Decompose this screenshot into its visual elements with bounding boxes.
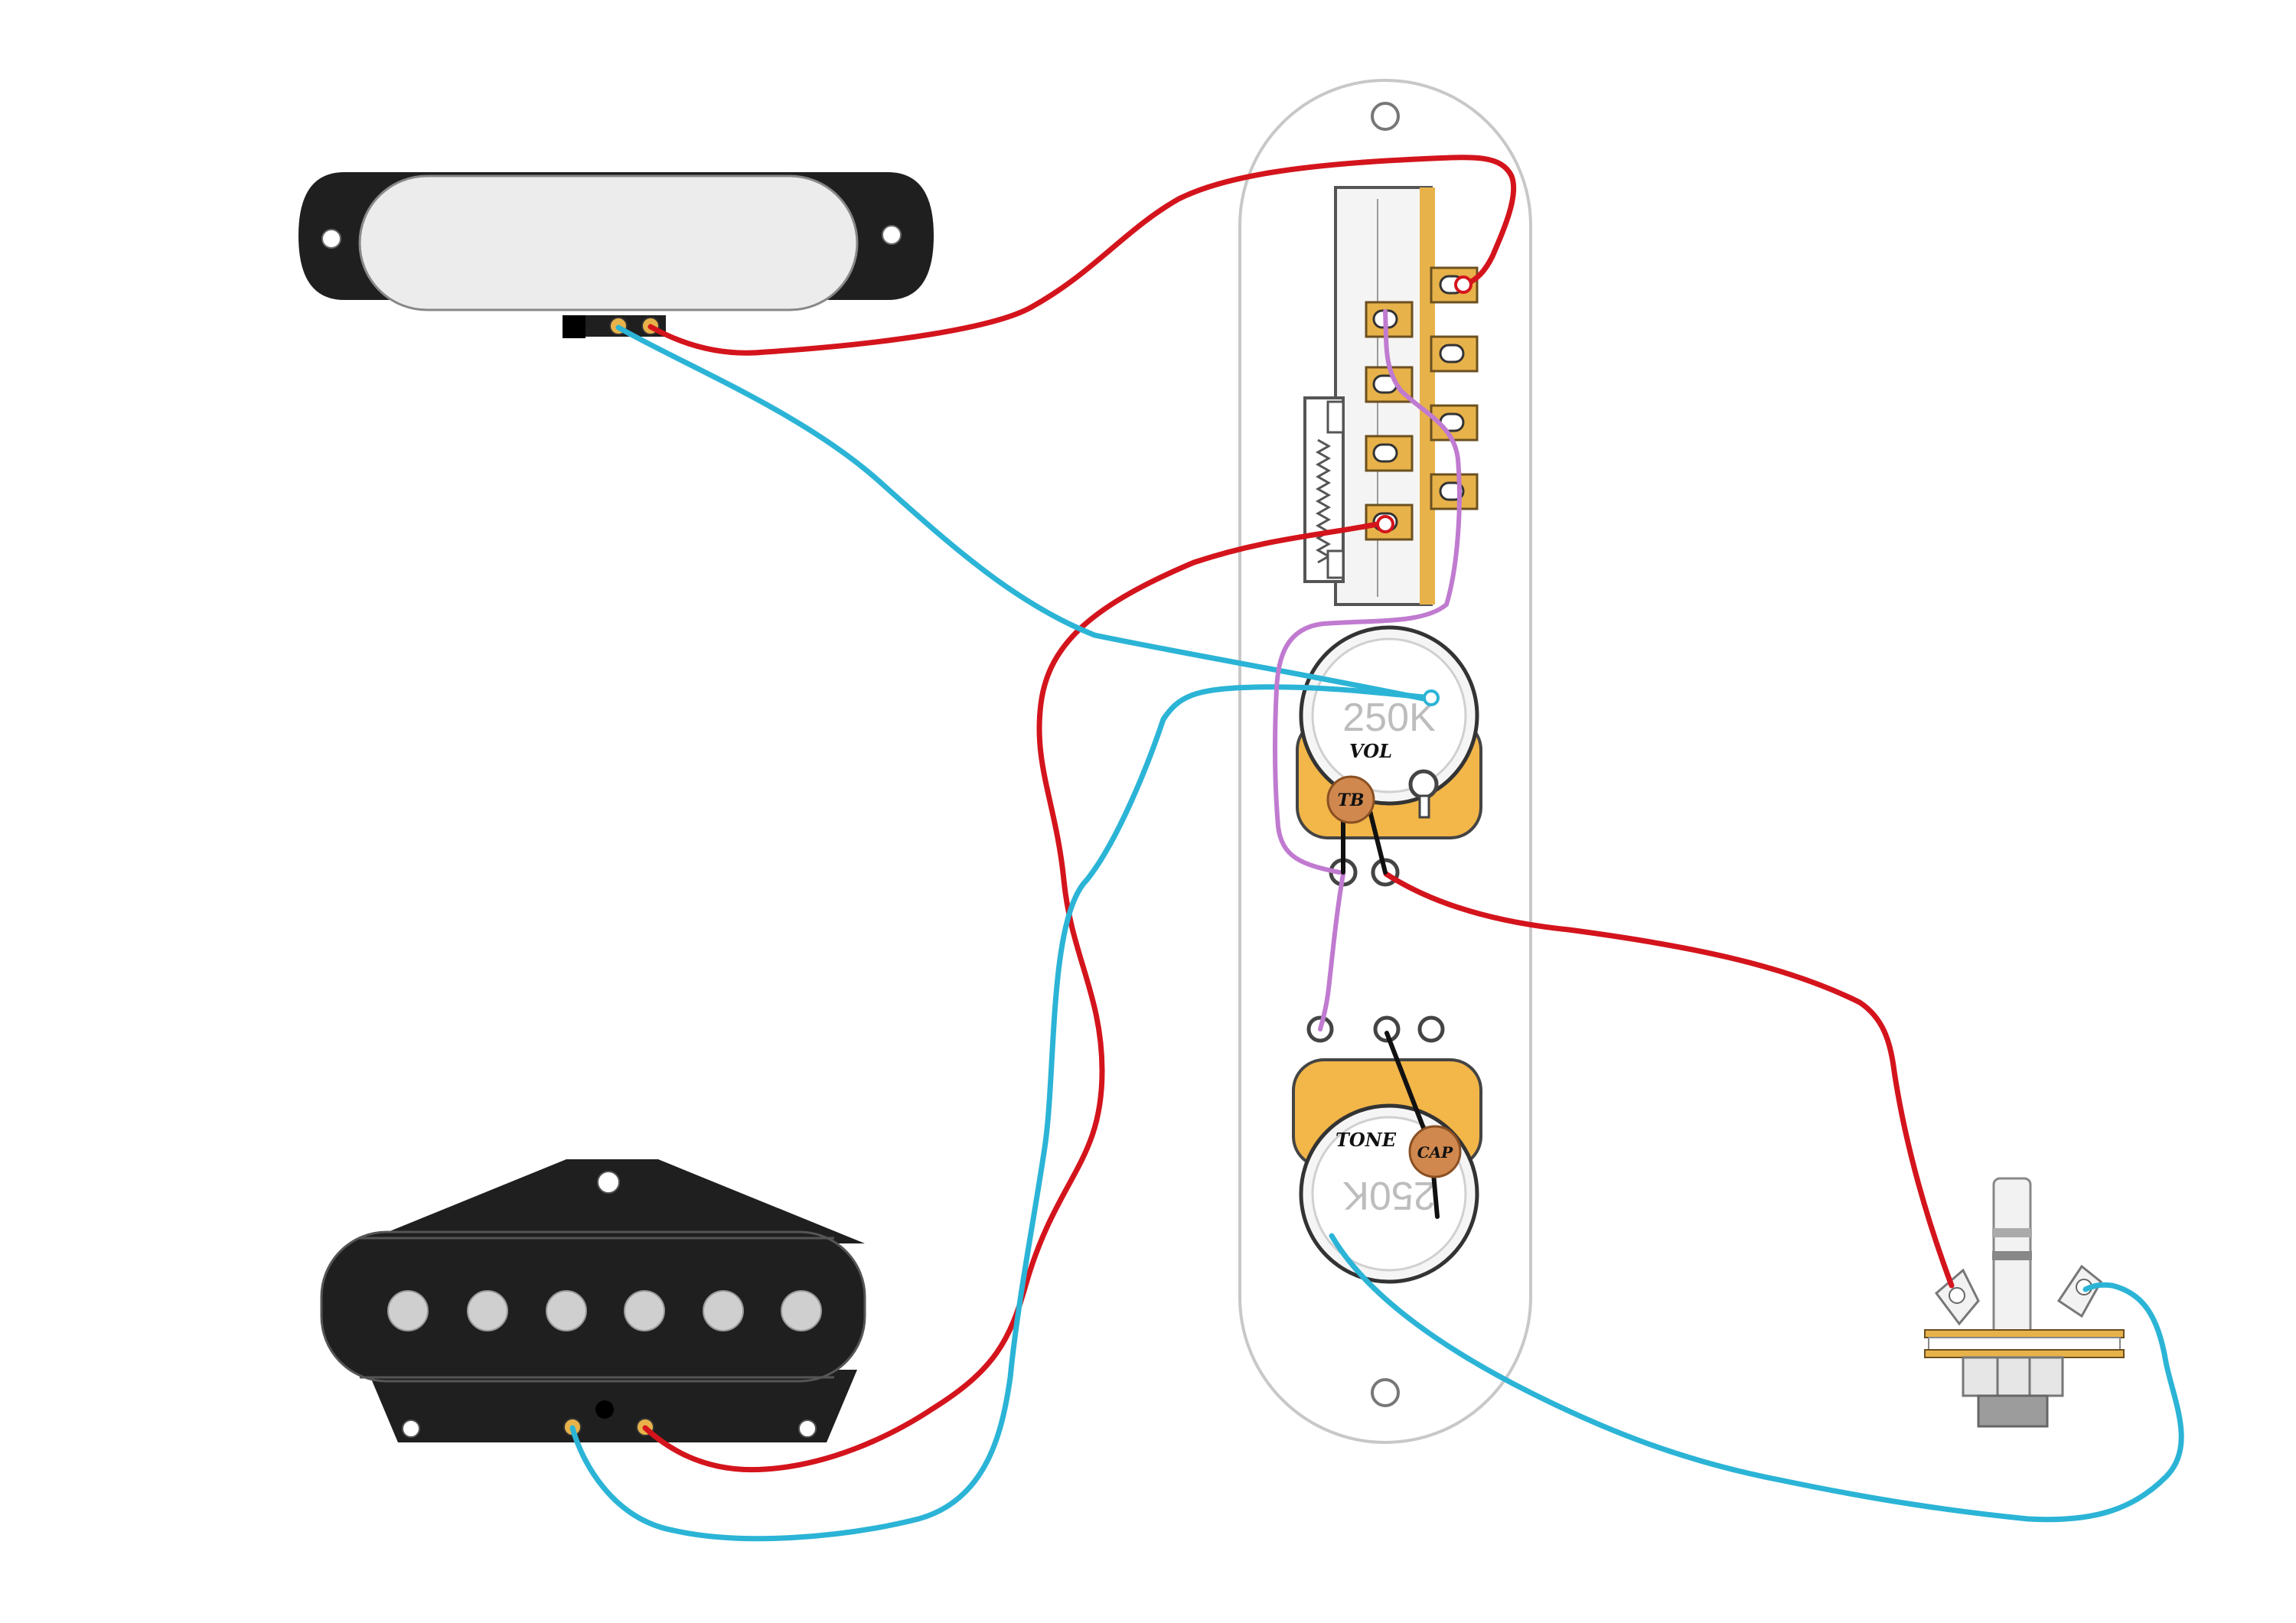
bridge-pickup-screw-left — [402, 1419, 420, 1438]
neck-pickup-screw-left — [321, 229, 341, 249]
bridge-pickup-screw-top — [597, 1171, 620, 1194]
blue-wire-bridge-to-volume — [569, 684, 1434, 1542]
tone-pot-label: TONE — [1336, 1129, 1397, 1151]
pink-wire-switch-to-volume — [1272, 309, 1462, 875]
red-wire-neck-to-switch — [647, 155, 1517, 356]
blue-wire-tone-to-jack — [1329, 1233, 2184, 1523]
red-wire-bridge-to-switch — [642, 521, 1381, 1473]
selector-switch — [1303, 186, 1479, 606]
tone-cap-component: CAP — [1408, 1125, 1462, 1178]
switch-spring — [1303, 396, 1345, 583]
signal-wires — [1272, 309, 1462, 1031]
output-jack — [1924, 1177, 2125, 1428]
bridge-pickup-pole-pieces — [387, 1290, 822, 1331]
volume-pot: 250K — [1296, 625, 1482, 887]
tone-pot-value: 250K — [1342, 1173, 1436, 1217]
volume-pot-label: VOL — [1349, 740, 1392, 762]
treble-bleed-label: TB — [1338, 790, 1365, 810]
treble-bleed-component: TB — [1326, 775, 1375, 824]
plate-screw-hole-bottom — [1371, 1378, 1400, 1407]
plate-screw-hole-top — [1371, 102, 1400, 131]
ground-wires — [569, 324, 2184, 1542]
volume-pot-value: 250K — [1342, 696, 1436, 740]
pink-wire-volume-to-tone — [1318, 872, 1345, 1031]
bridge-pickup-screw-right — [798, 1419, 817, 1438]
red-wire-volume-to-jack — [1383, 871, 1955, 1289]
blue-wire-neck-to-volume — [615, 324, 1434, 703]
bridge-pickup — [320, 1159, 866, 1442]
treble-bleed-lead-right — [1368, 809, 1388, 875]
hot-wires — [642, 155, 1955, 1473]
neck-pickup — [298, 172, 934, 338]
neck-pickup-screw-right — [882, 225, 902, 245]
tone-cap-label: CAP — [1417, 1143, 1453, 1162]
